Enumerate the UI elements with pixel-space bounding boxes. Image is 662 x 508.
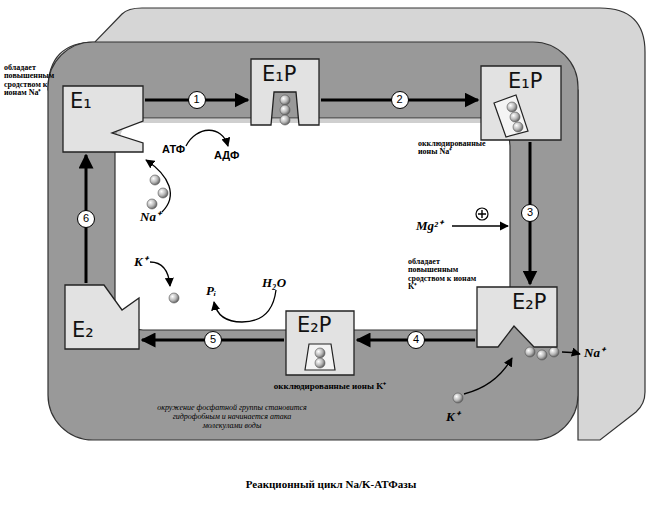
membrane-face — [48, 42, 578, 440]
ion-label: K⁺ — [134, 255, 147, 268]
affinity-note: обладает повышенным сродством к ионам K⁺ — [408, 258, 484, 292]
state-label: E₁P — [262, 64, 296, 85]
ion-label: Na⁺ — [584, 346, 604, 359]
atp-label: АТФ — [162, 144, 185, 155]
step-number: 2 — [391, 91, 409, 109]
occluded-note: окклюдированные ионы K⁺ — [270, 382, 390, 391]
cytoplasm-hole — [115, 118, 510, 330]
step-number: 5 — [204, 331, 222, 349]
step-number: 1 — [188, 91, 206, 109]
adp-label: АДФ — [214, 150, 239, 161]
step-number: 6 — [77, 210, 95, 228]
step-number: 4 — [407, 331, 425, 349]
step-number: 3 — [521, 204, 539, 222]
state-label: E₁P — [508, 71, 542, 92]
water-label: H₂O — [262, 276, 286, 289]
reaction-arrows — [146, 130, 580, 394]
ion-label: Na⁺ — [140, 210, 160, 223]
ion-label: K⁺ — [446, 410, 459, 423]
state-label: E₁ — [70, 91, 92, 112]
figure-caption: Реакционный цикл Na/K-АТФазы — [0, 478, 662, 491]
state-label: E₂P — [297, 315, 331, 336]
ion-balls — [147, 175, 559, 403]
phosphate-label: Pᵢ — [206, 284, 216, 297]
ion-label: Mg²⁺ — [416, 219, 442, 232]
state-label: E₂ — [72, 320, 94, 341]
enzyme-state: E₂P — [476, 286, 558, 348]
enzyme-state: E₁P — [250, 58, 320, 126]
membrane-depth — [48, 8, 645, 440]
activation-sign — [476, 208, 488, 220]
enzyme-state: E₂ — [64, 284, 140, 350]
affinity-note: обладает повышенным сродством к ионам Na… — [4, 64, 68, 98]
hydrolysis-note: окружение фосфатной группы становится ги… — [152, 404, 312, 430]
enzyme-state: E₁ — [62, 85, 144, 153]
enzyme-state: E₁P — [480, 65, 562, 141]
state-label: E₂P — [512, 292, 546, 313]
occluded-note: окклюдированные ионы Na⁺ — [418, 140, 496, 157]
enzyme-state: E₂P — [285, 310, 355, 376]
